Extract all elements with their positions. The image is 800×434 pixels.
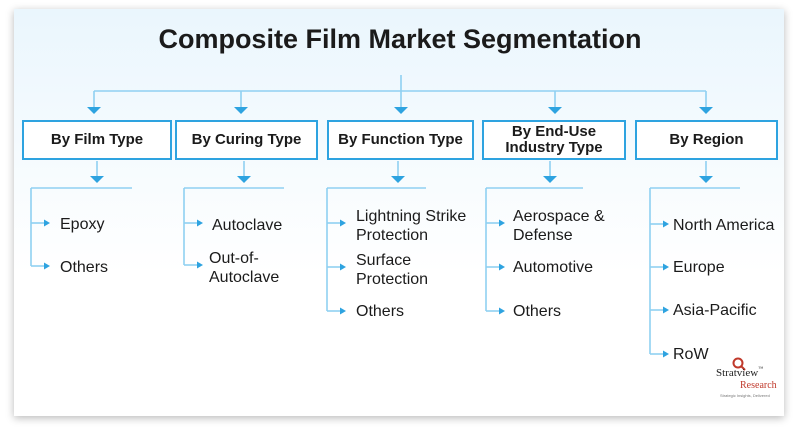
category-end-use-industry-type: By End-Use Industry Type xyxy=(482,120,626,160)
magnifier-icon xyxy=(732,357,746,371)
branch-arrow-0-0 xyxy=(44,219,50,227)
drop-arrow-3 xyxy=(699,107,713,114)
cat-arrow-1 xyxy=(237,176,251,183)
diagram-title: Composite Film Market Segmentation xyxy=(158,24,642,54)
drop-arrow-0 xyxy=(87,107,101,114)
item-region-asia-pacific: Asia-Pacific xyxy=(673,302,757,319)
branch-arrow-3-0 xyxy=(499,219,505,227)
drop-arrow-1 xyxy=(234,107,248,114)
branch-arrow-1-1 xyxy=(197,261,203,269)
item-film-others: Others xyxy=(60,259,109,276)
cat-arrow-0 xyxy=(90,176,104,183)
branch-arrow-3-2 xyxy=(499,307,505,315)
item-function-others: Others xyxy=(356,303,405,320)
item-region-europe: Europe xyxy=(673,259,725,276)
logo-word-research: Research xyxy=(740,380,777,391)
branch-arrow-2-2 xyxy=(340,307,346,315)
cat-arrow-3 xyxy=(543,176,557,183)
category-region: By Region xyxy=(635,120,778,160)
category-film-type: By Film Type xyxy=(22,120,172,160)
cat-arrow-4 xyxy=(699,176,713,183)
branch-arrow-4-3 xyxy=(663,350,669,358)
drop-arrow-2 xyxy=(548,107,562,114)
logo-tagline: Strategic Insights, Delivered xyxy=(720,393,770,398)
category-curing-type: By Curing Type xyxy=(175,120,318,160)
branch-arrow-3-1 xyxy=(499,263,505,271)
item-enduse-aerospace: Aerospace & Defense xyxy=(513,208,605,244)
branch-arrow-2-1 xyxy=(340,263,346,271)
item-curing-autoclave: Autoclave xyxy=(212,217,283,234)
branch-arrow-2-0 xyxy=(340,219,346,227)
trunk-arrow xyxy=(394,107,408,114)
item-curing-out-of-autoclave: Out-of- Autoclave xyxy=(209,250,280,286)
branch-arrow-1-0 xyxy=(197,219,203,227)
branch-arrow-0-1 xyxy=(44,262,50,270)
branch-arrow-4-1 xyxy=(663,263,669,271)
branch-arrow-4-2 xyxy=(663,306,669,314)
cat-arrow-2 xyxy=(391,176,405,183)
item-function-lightning-strike: Lightning Strike Protection xyxy=(356,208,467,244)
item-function-surface-protection: Surface Protection xyxy=(356,252,429,288)
item-film-epoxy: Epoxy xyxy=(60,216,105,233)
item-region-row: RoW xyxy=(673,346,709,363)
diagram-card xyxy=(14,9,784,416)
category-function-type: By Function Type xyxy=(327,120,474,160)
logo-word-stratview: Stratview™ xyxy=(716,367,764,379)
stratview-logo: Stratview™ Research Strategic Insights, … xyxy=(710,357,782,403)
item-enduse-others: Others xyxy=(513,303,562,320)
branch-arrow-4-0 xyxy=(663,220,669,228)
item-enduse-automotive: Automotive xyxy=(513,259,594,276)
item-region-north-america: North America xyxy=(673,217,775,234)
